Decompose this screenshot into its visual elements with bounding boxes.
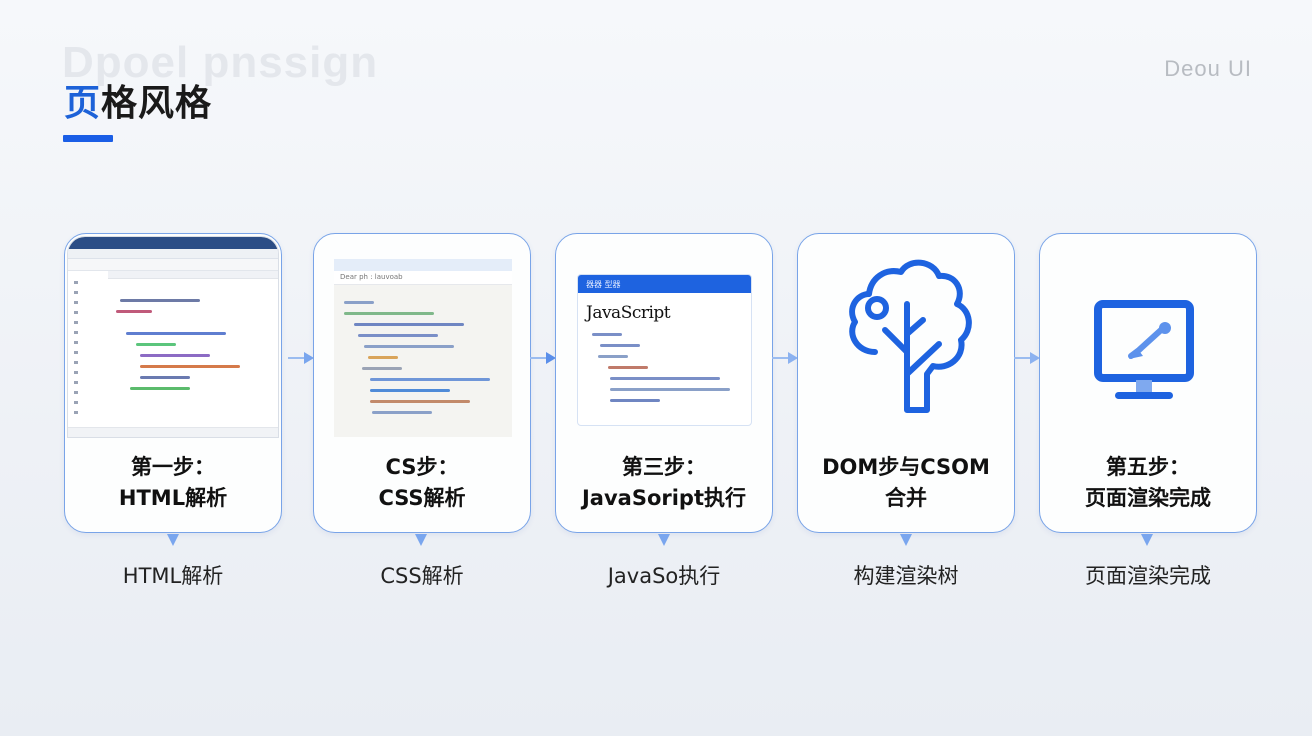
step-card-render-complete: 第五步： 页面渲染完成	[1039, 233, 1257, 533]
page-title-rest: 格风格	[101, 83, 213, 124]
step-label: DOM步与CSOM 合并	[822, 455, 990, 510]
title-underline	[63, 135, 113, 142]
step-card-css-parse: Dear ph : lauvoab CS步： CSS解析	[313, 233, 531, 533]
javascript-window-screenshot: 器器 型器 JavaScript	[577, 274, 752, 426]
tree-icon	[849, 259, 972, 413]
step-caption: CSS解析	[380, 564, 464, 588]
step-caption: JavaSo执行	[607, 564, 721, 588]
step-label: 第五步： 页面渲染完成	[1085, 455, 1211, 510]
pointer-icon	[167, 534, 179, 546]
background-watermark: Dpoel pnssign	[62, 38, 379, 87]
code-editor-screenshot	[67, 236, 279, 438]
page-title-accent: 页	[64, 83, 102, 124]
arrow-right-icon	[1014, 352, 1040, 364]
pointer-icon	[415, 534, 427, 546]
pointer-icon	[900, 534, 912, 546]
step-card-html-parse: 第一步： HTML解析	[64, 233, 282, 533]
step-caption: 页面渲染完成	[1085, 564, 1211, 588]
step-label: 第三步： JavaSoript执行	[581, 455, 747, 510]
arrow-right-icon	[288, 352, 314, 364]
arrow-right-icon	[530, 352, 556, 364]
step-label: CS步： CSS解析	[378, 455, 466, 510]
css-code-screenshot: Dear ph : lauvoab	[334, 259, 512, 437]
step-label: 第一步： HTML解析	[118, 455, 228, 510]
monitor-icon	[1094, 300, 1194, 399]
step-caption: 构建渲染树	[853, 564, 959, 588]
step-caption: HTML解析	[122, 564, 224, 588]
page-title: 页格风格	[64, 74, 212, 126]
pointer-icon	[658, 534, 670, 546]
arrow-right-icon	[772, 352, 798, 364]
pointer-icon	[1141, 534, 1153, 546]
step-card-javascript-exec: 器器 型器 JavaScript 第三步： JavaSoript执行	[555, 233, 773, 533]
step-card-dom-cssom-merge: DOM步与CSOM 合并	[797, 233, 1015, 533]
brand-label: Deou UI	[1164, 56, 1252, 81]
